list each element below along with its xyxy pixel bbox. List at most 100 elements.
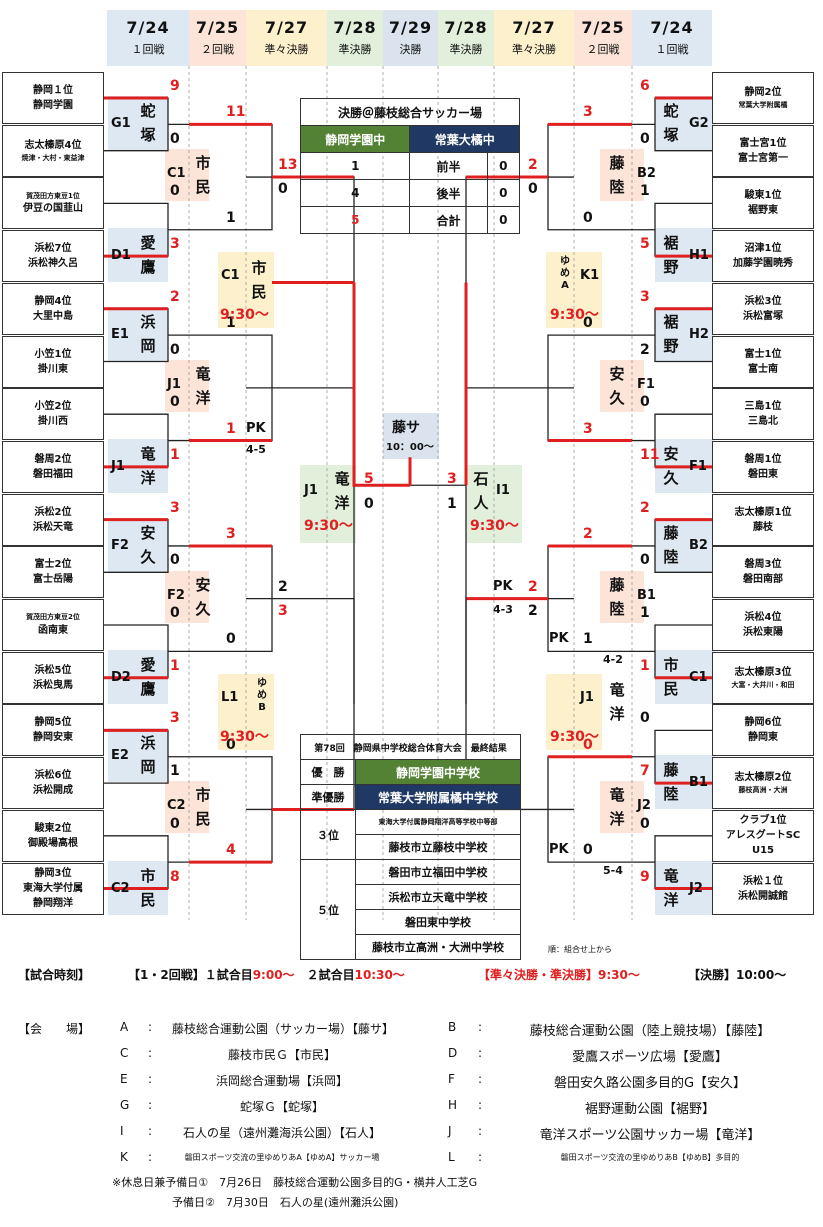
- team-name: 常葉大学附属橘: [738, 101, 788, 110]
- qf-venue: 竜洋: [609, 681, 625, 724]
- time-round12: 【1・2回戦】１試合目9:00～ ２試合目10:30～: [128, 968, 405, 982]
- final-total-left: 5: [299, 206, 411, 234]
- team-name: 浜松天竜: [33, 521, 73, 533]
- venue-key: G: [120, 1098, 130, 1112]
- header-date: 7/25: [195, 18, 240, 37]
- r1-score-top: 2: [170, 288, 180, 305]
- team-name: 浜松開成: [33, 785, 73, 797]
- r1-code: F2: [111, 537, 129, 553]
- r2-venue: 藤陸: [609, 154, 625, 197]
- header-round: 決勝: [399, 43, 422, 56]
- r1-score-top: 0: [170, 394, 180, 411]
- r1r-score-bottom: 5: [640, 236, 650, 253]
- team-box: 駿東1位裾野東: [712, 177, 814, 230]
- r1r-score-top: 1: [640, 183, 650, 200]
- team-name: 掛川東: [38, 363, 68, 375]
- r1-score-bottom: 1: [170, 657, 180, 674]
- third-team-2: 藤枝市立藤枝中学校: [355, 834, 521, 860]
- r1-code: E1: [111, 326, 129, 342]
- qf-score-bottom: 0: [528, 181, 538, 198]
- r1r-code: C1: [689, 669, 708, 685]
- team-name: 藤枝: [753, 521, 773, 533]
- results-title: 第78回 静岡県中学校総合体育大会 最終結果: [300, 734, 521, 760]
- r2-score-top: 3: [226, 525, 236, 542]
- venue-colon: :: [148, 1098, 153, 1112]
- team-name: 浜松開誠館: [738, 890, 788, 902]
- team-district: 富士2位: [34, 559, 72, 571]
- r2-score-bottom: 1: [226, 420, 236, 437]
- team-box: 浜松3位浜松富塚: [712, 282, 814, 335]
- venue-label: 【会 場】: [18, 1022, 91, 1036]
- team-district: 志太榛原4位: [24, 139, 82, 151]
- r1-code: C2: [111, 880, 130, 896]
- r2-code: J1: [167, 376, 181, 392]
- qf-score-bottom: 3: [278, 602, 288, 619]
- team-name: 浜松富塚: [743, 310, 783, 322]
- winner-label: 優 勝: [300, 759, 356, 785]
- r1r-venue: 藤陸: [663, 523, 679, 566]
- team-box: 静岡5位静岡安東: [2, 704, 104, 757]
- final-first-half-left: 1: [299, 152, 411, 180]
- team-district: 小笠1位: [34, 348, 72, 360]
- team-district: 浜松6位: [34, 770, 72, 782]
- fifth-team-2: 浜松市立天竜中学校: [355, 884, 521, 910]
- team-name: 静岡学園: [33, 100, 73, 111]
- final-second-half-left: 4: [299, 179, 411, 207]
- r2-score-top: 2: [583, 525, 593, 542]
- venue-key: C: [120, 1046, 129, 1060]
- final-first-half-label: 前半: [409, 152, 488, 180]
- team-box: 磐周2位磐田福田: [2, 440, 104, 493]
- venue-colon: :: [148, 1020, 153, 1034]
- final-venue: 藤サ: [392, 420, 420, 437]
- r1r-venue: 蛇塚: [663, 102, 679, 144]
- r2-pk-result: 5-4: [603, 864, 623, 878]
- runner-up-label: 準優勝: [300, 784, 356, 810]
- venue-key: B: [448, 1020, 457, 1034]
- r2-pk-result: 4-5: [246, 442, 266, 456]
- time-qf-sf: 【準々決勝・準決勝】9:30～: [478, 968, 640, 982]
- winner-name: 静岡学園中学校: [355, 759, 521, 785]
- r2-venue: 竜洋: [195, 364, 211, 407]
- r1-venue: 浜岡: [140, 312, 156, 355]
- team-name: 東海大学付属: [23, 883, 83, 894]
- team-name: 富士岳陽: [33, 574, 73, 586]
- venue-name: 藤枝総合運動公園（サッカー場）【藤サ】: [172, 1022, 395, 1036]
- r1r-score-bottom: 2: [640, 341, 650, 358]
- r1r-score-bottom: 1: [640, 657, 650, 674]
- venue-key: E: [120, 1072, 128, 1086]
- final-team-left: 静岡学園中: [299, 125, 411, 153]
- r1r-score-bottom: 7: [640, 763, 650, 780]
- r2-pk-label: PK: [246, 420, 266, 436]
- sf-time: 9:30～: [304, 518, 353, 535]
- team-district: 静岡１位: [33, 85, 73, 96]
- sf-venue: 竜洋: [334, 470, 350, 513]
- r1-score-top: 9: [170, 78, 180, 94]
- team-district: 浜松5位: [34, 664, 72, 676]
- header-date: 7/27: [264, 18, 309, 37]
- qf-venue: 市民: [251, 259, 267, 302]
- team-district: 駿東1位: [744, 190, 782, 202]
- team-box: 賀茂田方東豆1位伊豆の国韮山: [2, 177, 104, 230]
- venue-key: L: [448, 1150, 455, 1164]
- r1r-score-top: 3: [640, 288, 650, 305]
- sf-score-win: 3: [447, 471, 457, 488]
- qf-code: L1: [221, 690, 239, 706]
- r1r-venue: 裾野: [663, 234, 679, 277]
- r1-score-top: 0: [170, 183, 180, 200]
- r1r-score-bottom: 11: [640, 446, 660, 463]
- r1-score-bottom: 0: [170, 130, 180, 147]
- r2-code: B1: [637, 587, 656, 603]
- venue-key: K: [120, 1150, 128, 1164]
- header-date: 7/29: [388, 18, 433, 37]
- r1-venue: 市民: [140, 866, 156, 909]
- venue-name: 磐田安久路公園多目的G【安久】: [553, 1076, 747, 1091]
- r1-score-bottom: 3: [170, 236, 180, 253]
- team-name-2: 静岡翔洋: [33, 898, 73, 909]
- venue-name: 磐田スポーツ交流の里ゆめりあA【ゆめA】サッカー場: [184, 1153, 380, 1162]
- r1-code: D1: [111, 248, 131, 264]
- venue-name: 裾野運動公園【裾野】: [584, 1102, 715, 1117]
